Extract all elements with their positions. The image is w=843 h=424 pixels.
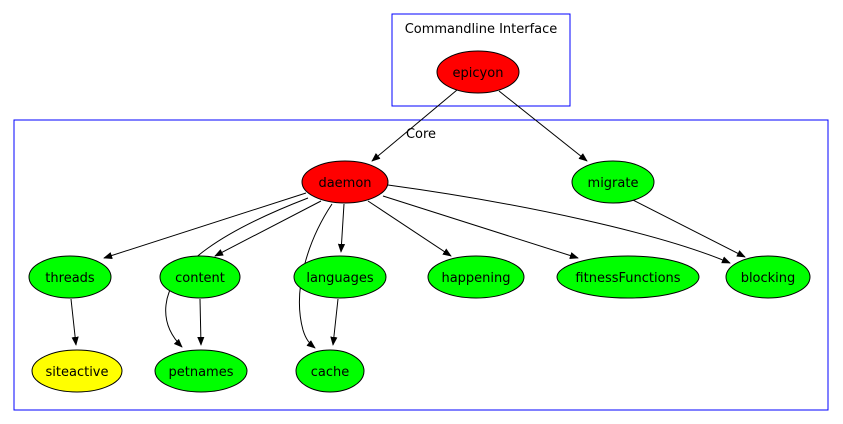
node-threads: threads [28, 255, 112, 299]
node-threads-shape [28, 255, 112, 299]
node-fitnessFunctions-label: fitnessFunctions [575, 271, 680, 286]
edge-daemon-threads [103, 192, 307, 259]
edge-daemon-content [214, 200, 322, 257]
edge-epicyon-migrate [498, 90, 588, 162]
node-daemon-label: daemon [318, 176, 371, 191]
node-languages-label: languages [306, 271, 374, 286]
node-siteactive-shape [31, 349, 123, 393]
edge-daemon-languages [337, 203, 346, 253]
edge-daemon-cache [299, 203, 333, 349]
edge-daemon-fitnessFunctions [382, 195, 579, 259]
node-blocking-label: blocking [741, 271, 796, 286]
node-migrate-shape [571, 160, 655, 204]
edge-daemon-blocking [387, 184, 731, 264]
node-content-shape [159, 255, 241, 299]
node-cache: cache [295, 349, 365, 393]
edge-content-petnames [197, 298, 205, 346]
cluster-commandline-interface-label: Commandline Interface [405, 22, 558, 37]
cluster-commandline-interface-box [391, 13, 571, 107]
node-blocking-shape [725, 255, 811, 299]
node-threads-label: threads [45, 271, 95, 286]
edge-threads-siteactive [70, 298, 79, 346]
node-daemon: daemon [301, 160, 389, 204]
node-petnames-shape [154, 349, 248, 393]
node-epicyon-shape [436, 50, 520, 94]
edge-migrate-blocking [632, 199, 746, 258]
node-fitnessFunctions-shape [556, 255, 700, 299]
node-happening-shape [427, 255, 525, 299]
node-siteactive-label: siteactive [46, 365, 109, 380]
node-petnames: petnames [154, 349, 248, 393]
node-epicyon-label: epicyon [453, 66, 504, 81]
node-siteactive: siteactive [31, 349, 123, 393]
cluster-core-label: Core [406, 127, 436, 142]
node-cache-shape [295, 349, 365, 393]
node-migrate: migrate [571, 160, 655, 204]
node-cache-label: cache [311, 365, 350, 380]
edge-daemon-happening [367, 200, 452, 257]
node-epicyon: epicyon [436, 50, 520, 94]
node-blocking: blocking [725, 255, 811, 299]
node-happening-label: happening [441, 271, 510, 286]
node-content: content [159, 255, 241, 299]
edge-languages-cache [330, 298, 339, 346]
edge-epicyon-daemon [371, 89, 458, 162]
node-languages: languages [293, 255, 387, 299]
node-languages-shape [293, 255, 387, 299]
node-petnames-label: petnames [169, 365, 234, 380]
cluster-core-box [13, 119, 829, 411]
node-happening: happening [427, 255, 525, 299]
node-content-label: content [175, 271, 225, 286]
node-migrate-label: migrate [588, 176, 639, 191]
node-daemon-shape [301, 160, 389, 204]
node-fitnessFunctions: fitnessFunctions [556, 255, 700, 299]
